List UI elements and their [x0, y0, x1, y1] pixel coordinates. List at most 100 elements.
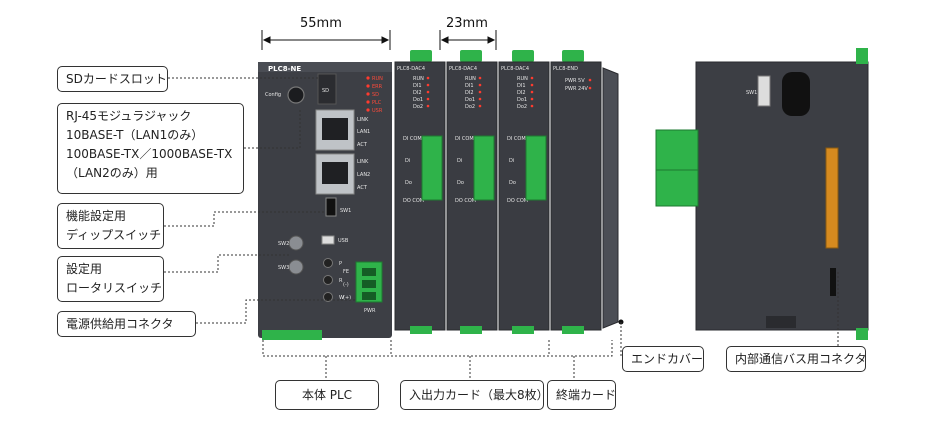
sw3-label: SW3 [278, 265, 289, 271]
io-do-com-label: DO COM [507, 198, 528, 204]
io-di-com-label: DI COM [455, 136, 474, 142]
rj45-port-lan1 [315, 109, 355, 151]
rj45-port-lan2 [315, 153, 355, 195]
dimension-55mm-label: 55mm [300, 16, 342, 31]
push-button [323, 258, 333, 268]
io-do-com-label: DO COM [455, 198, 476, 204]
callout-io-cards: 入出力カード（最大8枚） [400, 380, 549, 410]
end-card-model: PLC8-END [553, 66, 578, 72]
io-terminal-block [525, 135, 547, 201]
io-led-label: DI2 [517, 90, 526, 96]
card-top-clips [410, 50, 584, 62]
config-knob [287, 86, 305, 104]
io-led-label: DI2 [413, 90, 422, 96]
callout-main-plc: 本体 PLC [275, 380, 379, 410]
usb-port [321, 235, 335, 245]
dimension-23mm-label: 23mm [446, 16, 488, 31]
callout-text: 設定用 [66, 262, 103, 276]
callout-text: 終端カード [556, 388, 617, 402]
callout-text: ロータリスイッチ [66, 281, 163, 295]
callout-text: 10BASE-T（LAN1のみ） [66, 128, 204, 142]
io-card-3: PLC8-DAC4 RUN DI1 DI2 Do1 Do2 DI COM Di … [498, 61, 550, 334]
io-led-label: DI2 [465, 90, 474, 96]
main-model-label: PLC8-NE [268, 65, 301, 73]
led-label: SD [372, 92, 379, 98]
io-di-com-label: DI COM [507, 136, 526, 142]
io-card-2: PLC8-DAC4 RUN DI1 DI2 Do1 Do2 DI COM Di … [446, 61, 498, 334]
io-led-label: DI1 [413, 83, 422, 89]
pwr-term-label: (-) [343, 282, 349, 288]
io-di-com-label: DI COM [403, 136, 422, 142]
callout-sd-slot: SDカードスロット [57, 66, 168, 92]
callout-dip-switch: 機能設定用 ディップスイッチ [57, 203, 164, 249]
port-label: LAN2 [357, 172, 370, 178]
push-button [323, 275, 333, 285]
callout-text: SDカードスロット [66, 72, 167, 86]
io-card-model: PLC8-DAC4 [449, 66, 477, 72]
side-view-unit: SW1 [655, 48, 869, 340]
io-led-label: DI1 [517, 83, 526, 89]
callout-end-cover: エンドカバー [622, 346, 704, 372]
pwr-label: PWR [364, 308, 376, 314]
dip-switch [325, 197, 337, 217]
pwr-term-label: (+) [343, 295, 351, 301]
io-led-label: DI1 [465, 83, 474, 89]
button-label: P [339, 261, 342, 267]
callout-text: エンドカバー [631, 352, 704, 366]
callout-text: 電源供給用コネクタ [66, 317, 174, 331]
io-led-label: Do2 [517, 104, 527, 110]
io-card-1: PLC8-DAC4 RUN DI1 DI2 Do1 Do2 DI COM Di … [394, 61, 446, 334]
io-led-label: Do2 [413, 104, 423, 110]
dimension-55mm-line [261, 30, 391, 50]
push-button [323, 292, 333, 302]
callout-rotary-switch: 設定用 ロータリスイッチ [57, 256, 164, 302]
io-terminal-block [473, 135, 495, 201]
led-label: RUN [372, 76, 383, 82]
io-di-label: Di [405, 158, 410, 164]
io-do-com-label: DO COM [403, 198, 424, 204]
callout-end-card: 終端カード [547, 380, 616, 410]
callout-text: （LAN2のみ）用 [66, 166, 158, 180]
side-connector-bottom [655, 169, 699, 207]
io-do-label: Do [457, 180, 464, 186]
io-terminal-block [421, 135, 443, 201]
usb-label: USB [338, 238, 349, 244]
led-label: USR [372, 108, 383, 114]
io-led-label: Do1 [413, 97, 423, 103]
port-label: LINK [357, 117, 369, 123]
end-led-label: PWR 24V [565, 86, 588, 92]
rotary-switch-sw3 [288, 259, 304, 275]
led-label: ERR [372, 84, 383, 90]
io-di-label: Di [509, 158, 514, 164]
port-label: ACT [357, 185, 368, 191]
io-led-label: RUN [517, 76, 528, 82]
end-cover [602, 67, 624, 329]
io-led-label: Do1 [517, 97, 527, 103]
end-led-label: PWR 5V [565, 78, 585, 84]
pwr-term-label: FE [343, 269, 349, 275]
io-led-label: RUN [413, 76, 424, 82]
io-led-label: RUN [465, 76, 476, 82]
side-sw-label: SW1 [746, 90, 757, 96]
side-connector-top [655, 129, 699, 171]
io-led-label: Do2 [465, 104, 475, 110]
io-card-model: PLC8-DAC4 [397, 66, 425, 72]
callout-power-connector: 電源供給用コネクタ [57, 311, 196, 337]
main-led-group: RUN ERR SD PLC USR [366, 76, 383, 114]
callout-text: 100BASE-TX／1000BASE-TX [66, 147, 233, 161]
led-label: PLC [372, 100, 382, 106]
callout-text: RJ-45モジュラジャック [66, 109, 192, 123]
callout-text: ディップスイッチ [66, 228, 162, 242]
port-label: LAN1 [357, 129, 370, 135]
callout-rj45: RJ-45モジュラジャック 10BASE-T（LAN1のみ） 100BASE-T… [57, 103, 244, 194]
button-label: W [339, 295, 344, 301]
config-label: Config [265, 92, 281, 98]
bus-connector-small [830, 268, 836, 296]
power-connector [355, 261, 383, 303]
side-window [782, 72, 810, 116]
dimension-23mm-line [439, 30, 497, 50]
callout-text: 内部通信バス用コネクタ [735, 352, 867, 366]
side-dip-switch [757, 75, 771, 107]
end-card-unit: PLC8-END PWR 5V PWR 24V [550, 61, 602, 334]
